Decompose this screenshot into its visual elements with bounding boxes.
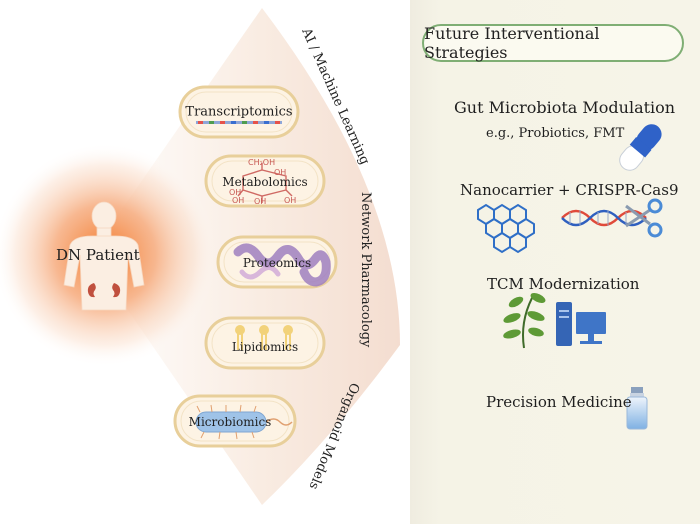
metabolomics-label: Metabolomics <box>222 175 308 189</box>
strategy-nanocarrier-crispr: Nanocarrier + CRISPR-Cas9 <box>460 181 679 199</box>
strategy-gut-example: e.g., Probiotics, FMT <box>486 126 625 141</box>
chem-label-ch2oh: CH₂OH <box>248 158 276 167</box>
strategy-precision-medicine: Precision Medicine <box>486 393 632 411</box>
patient-label: DN Patient <box>56 246 140 264</box>
rna-sequence-icon <box>196 121 282 124</box>
strategy-gut-microbiota: Gut Microbiota Modulation <box>454 98 676 117</box>
herb-plant-icon <box>503 293 546 349</box>
strategy-panel <box>410 0 700 524</box>
kidney-icon <box>87 283 121 298</box>
lipid-bilayer-icon <box>235 325 293 350</box>
patient-body-icon <box>63 201 145 311</box>
microbiomics-label: Microbiomics <box>188 415 272 429</box>
bacterium-icon <box>195 404 293 440</box>
chem-label-oh-2: OH <box>274 168 287 177</box>
capsule-icon <box>619 124 662 171</box>
protein-ribbon-icon <box>233 243 331 287</box>
computer-icon <box>556 302 606 346</box>
scissors-icon <box>625 198 663 238</box>
transcriptomics-label: Transcriptomics <box>185 104 293 120</box>
vial-icon <box>626 387 648 430</box>
lipidomics-label: Lipidomics <box>231 340 299 354</box>
strategies-title: Future Interventional Strategies <box>422 24 684 62</box>
proteomics-label: Proteomics <box>242 256 312 270</box>
sugar-molecule-icon <box>237 163 293 203</box>
chem-label-oh-3: OH <box>232 196 245 205</box>
nanocarrier-lattice-icon <box>477 203 535 254</box>
chem-label-oh-5: OH <box>284 196 297 205</box>
strategy-tcm-modernization: TCM Modernization <box>487 275 640 293</box>
method-network-pharmacology: Network Pharmacology <box>358 192 373 348</box>
chem-label-oh-1: OH <box>229 188 242 197</box>
chem-label-oh-4: OH <box>254 197 267 206</box>
